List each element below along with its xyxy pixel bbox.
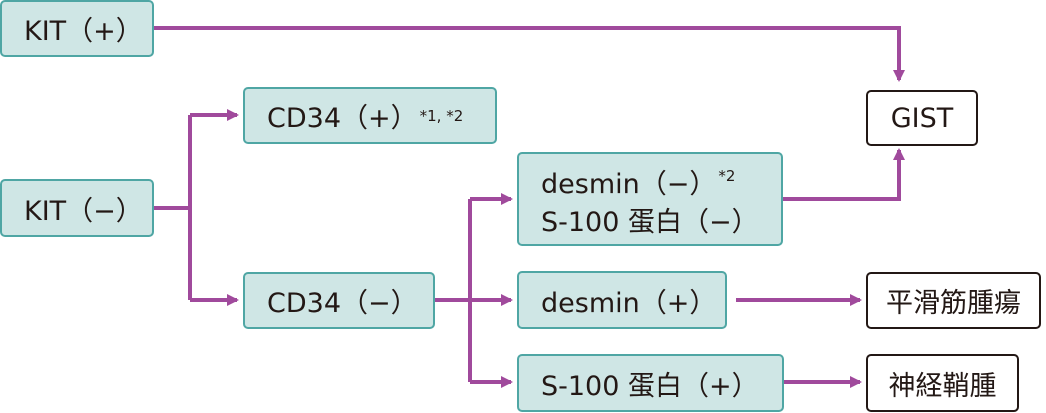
arrow-desmin-neg-to-gist xyxy=(783,148,905,201)
node-desmin-pos: desmin（+） xyxy=(517,271,727,329)
node-cd34-pos-note: *1, *2 xyxy=(419,106,464,125)
branch-kit-neg xyxy=(154,115,192,300)
node-schwannoma: 神経鞘腫 xyxy=(866,354,1019,412)
node-desmin-neg-note: *2 xyxy=(718,166,736,185)
node-desmin-neg-label: desmin（−） xyxy=(541,168,717,200)
node-schwannoma-label: 神経鞘腫 xyxy=(888,370,997,402)
node-desmin-neg-s100-neg: desmin（−）*2 S-100 蛋白（−） xyxy=(517,152,783,246)
node-gist-label: GIST xyxy=(890,102,954,134)
node-cd34-neg: CD34（−） xyxy=(243,272,435,329)
node-leiomyoma-label: 平滑筋腫瘍 xyxy=(886,288,1021,319)
node-desmin-pos-label: desmin（+） xyxy=(541,287,717,319)
node-s100-pos: S-100 蛋白（+） xyxy=(517,354,784,412)
node-kit-neg: KIT（−） xyxy=(0,179,154,237)
arrow-kit-pos-to-gist xyxy=(154,26,905,82)
branch-cd34-neg xyxy=(435,199,472,382)
node-gist: GIST xyxy=(866,90,978,146)
node-s100-neg-label: S-100 蛋白（−） xyxy=(541,206,759,238)
node-kit-pos: KIT（+） xyxy=(0,0,154,57)
node-cd34-pos: CD34（+）*1, *2 xyxy=(243,87,497,144)
node-cd34-pos-label: CD34（+） xyxy=(267,103,418,134)
node-s100-pos-label: S-100 蛋白（+） xyxy=(541,370,759,402)
node-cd34-neg-label: CD34（−） xyxy=(267,288,418,319)
node-desmin-neg-line: desmin（−）*2 xyxy=(541,157,735,204)
node-leiomyoma: 平滑筋腫瘍 xyxy=(866,272,1041,329)
node-kit-neg-label: KIT（−） xyxy=(24,195,143,227)
node-kit-pos-label: KIT（+） xyxy=(24,16,143,47)
